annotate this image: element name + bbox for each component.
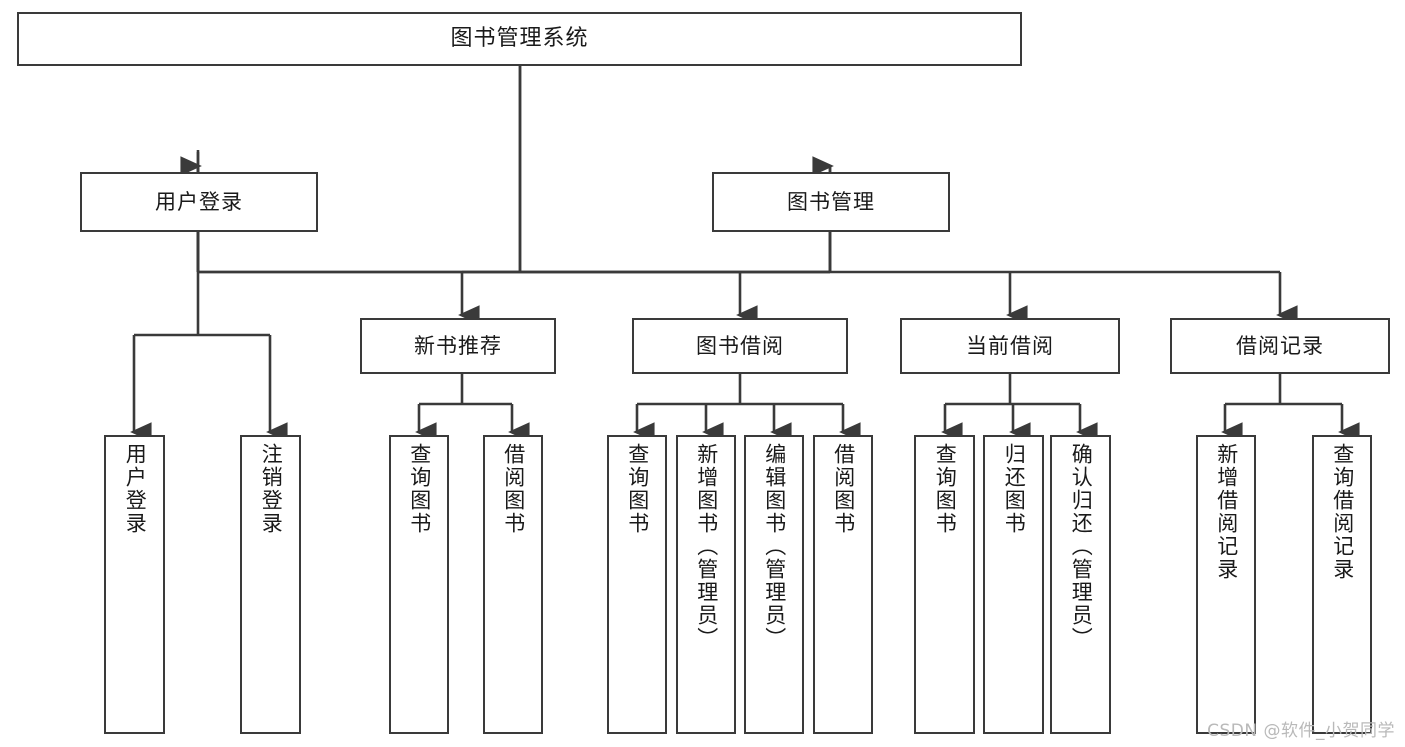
node-label: 注销登录 (259, 443, 284, 535)
node-current-borrow[interactable]: 当前借阅 (900, 318, 1120, 374)
node-book-borrow[interactable]: 图书借阅 (632, 318, 848, 374)
node-leaf-query-borrow-record[interactable]: 查询借阅记录 (1312, 435, 1372, 734)
node-leaf-query-book-current[interactable]: 查询图书 (914, 435, 975, 734)
node-label: 查询图书 (407, 443, 432, 535)
node-leaf-confirm-return-admin[interactable]: 确认归还（管理员） (1050, 435, 1111, 734)
node-borrow-record[interactable]: 借阅记录 (1170, 318, 1390, 374)
node-book-management[interactable]: 图书管理 (712, 172, 950, 232)
node-label: 归还图书 (1002, 443, 1027, 535)
node-leaf-borrow-book[interactable]: 借阅图书 (813, 435, 873, 734)
node-leaf-add-borrow-record[interactable]: 新增借阅记录 (1196, 435, 1256, 734)
node-user-login[interactable]: 用户登录 (80, 172, 318, 232)
node-label: 借阅记录 (1236, 333, 1324, 358)
csdn-watermark: CSDN @软件_小贺同学 (1207, 721, 1395, 741)
node-leaf-query-book-borrow[interactable]: 查询图书 (607, 435, 667, 734)
node-label: 新增借阅记录 (1214, 443, 1239, 581)
node-label: 查询图书 (933, 443, 958, 535)
node-label: 查询借阅记录 (1330, 443, 1355, 581)
node-label: 查询图书 (625, 443, 650, 535)
node-label: 新增图书（管理员） (694, 443, 719, 650)
node-leaf-borrow-book-recommend[interactable]: 借阅图书 (483, 435, 543, 734)
node-label: 编辑图书（管理员） (762, 443, 787, 650)
node-leaf-add-book-admin[interactable]: 新增图书（管理员） (676, 435, 736, 734)
node-leaf-query-book-recommend[interactable]: 查询图书 (389, 435, 449, 734)
node-label: 图书管理 (787, 189, 875, 214)
node-label: 确认归还（管理员） (1069, 443, 1094, 650)
node-label: 新书推荐 (414, 333, 502, 358)
node-leaf-edit-book-admin[interactable]: 编辑图书（管理员） (744, 435, 804, 734)
node-root-system[interactable]: 图书管理系统 (17, 12, 1022, 66)
node-label: 图书借阅 (696, 333, 784, 358)
node-leaf-return-book[interactable]: 归还图书 (983, 435, 1044, 734)
node-label: 借阅图书 (831, 443, 856, 535)
node-leaf-user-login[interactable]: 用户登录 (104, 435, 165, 734)
node-label: 图书管理系统 (450, 26, 589, 52)
node-label: 当前借阅 (966, 333, 1054, 358)
node-new-book-recommend[interactable]: 新书推荐 (360, 318, 556, 374)
node-label: 用户登录 (123, 443, 148, 535)
node-label: 用户登录 (155, 189, 243, 214)
node-label: 借阅图书 (501, 443, 526, 535)
node-leaf-logout[interactable]: 注销登录 (240, 435, 301, 734)
